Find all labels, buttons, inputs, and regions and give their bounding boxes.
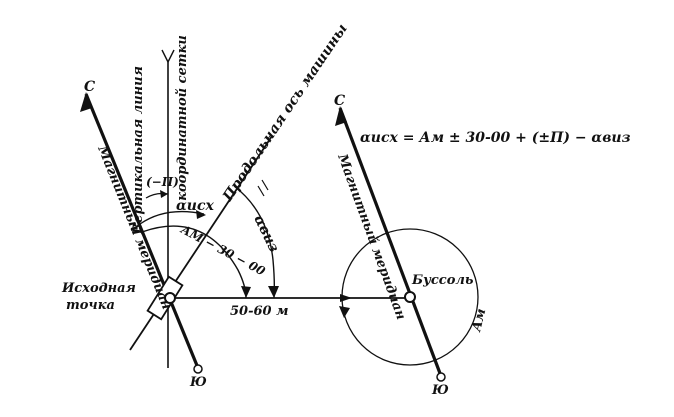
alpha-isx-label: αисх bbox=[176, 198, 214, 214]
alpha-viz-arrow-icon bbox=[268, 286, 279, 298]
start-point-label-line1: Исходная bbox=[61, 281, 136, 296]
north-label-left: С bbox=[84, 79, 95, 95]
axis-tick bbox=[261, 179, 269, 191]
alpha-isx-arrow-icon bbox=[196, 210, 206, 219]
north-arrow-left-icon bbox=[80, 92, 92, 112]
magnetic-meridian-left-line bbox=[84, 93, 200, 369]
south-label-right: Ю bbox=[431, 383, 449, 398]
axis-tick bbox=[257, 185, 265, 197]
south-marker-left-icon bbox=[193, 364, 203, 374]
start-point-label-line2: точка bbox=[66, 298, 115, 313]
alpha-viz-label: αвиз bbox=[250, 213, 282, 255]
north-arrow-right-icon bbox=[335, 106, 347, 126]
vertical-line-fork-left bbox=[161, 49, 169, 63]
declination-arrow-icon bbox=[160, 190, 168, 198]
declination-label: (−П) bbox=[146, 175, 179, 189]
compass-point-marker bbox=[404, 291, 416, 303]
south-label-left: Ю bbox=[189, 375, 207, 390]
magnetic-meridian-right-line bbox=[338, 107, 443, 377]
compass-label: Буссоль bbox=[411, 273, 474, 288]
am-minus-label: АМ − 30 − 00 bbox=[178, 222, 268, 279]
south-marker-right-icon bbox=[436, 372, 446, 382]
vertical-line-label: Вертикальная линия bbox=[131, 66, 146, 235]
baseline-arrow-icon bbox=[340, 294, 352, 302]
compass-arc-arrow-icon bbox=[339, 306, 350, 318]
grid-coordinate-label: координатной сетки bbox=[175, 35, 190, 201]
longitudinal-axis-label: Продольная ось машины bbox=[219, 21, 350, 205]
am-right-label: Ам bbox=[469, 307, 489, 334]
am-arc-arrow-icon bbox=[241, 286, 251, 298]
formula-label: αисх = Ам ± 30-00 + (±П) − αвиз bbox=[360, 130, 631, 146]
distance-label: 50-60 м bbox=[230, 304, 288, 319]
vertical-line-fork-right bbox=[167, 49, 175, 63]
north-label-right: С bbox=[334, 93, 345, 109]
